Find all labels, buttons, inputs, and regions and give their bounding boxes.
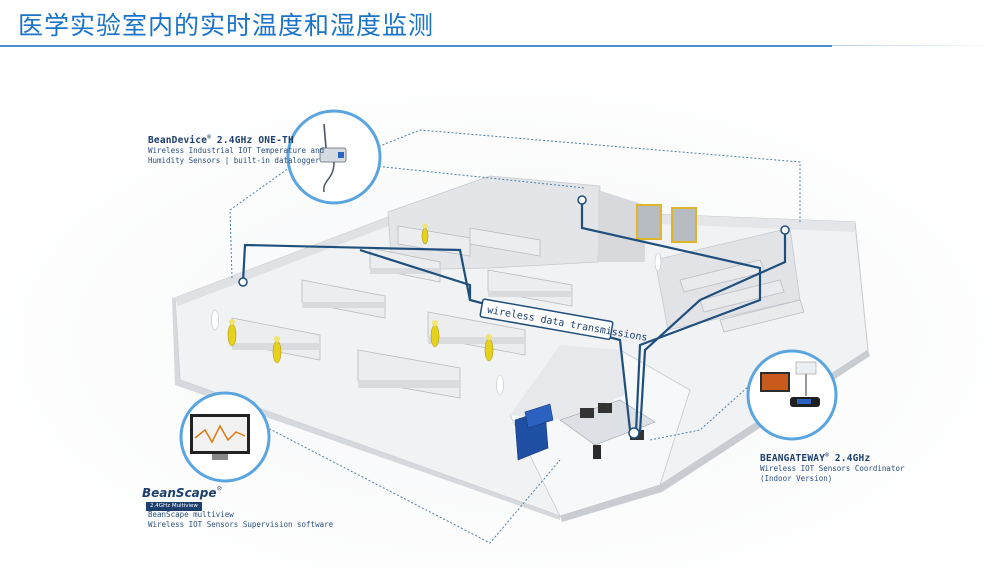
beandevice-bubble <box>286 109 382 205</box>
beanscape-desc-2: Wireless IOT Sensors Supervision softwar… <box>148 520 334 529</box>
control-room-wall <box>510 345 625 420</box>
door-right <box>671 207 697 243</box>
beandevice-model: 2.4GHz ONE-TH <box>211 135 294 147</box>
callout-connectors <box>229 129 801 544</box>
lab-workers <box>227 227 494 364</box>
title-underline-fade <box>832 45 1000 46</box>
beangateway-bubble <box>746 349 838 441</box>
beanscape-logo-tag: 2.4GHz Multiview <box>146 502 202 511</box>
workers-white <box>211 252 662 396</box>
beandevice-desc-1: Wireless Industrial IOT Temperature and <box>148 146 325 156</box>
lab-wall-left-back <box>175 205 420 306</box>
monitor-1 <box>580 408 594 418</box>
sensor-nodes <box>238 195 790 439</box>
server-racks <box>514 403 554 461</box>
beanscape-logo: BeanScape® 2.4GHz Multiview <box>142 482 223 511</box>
beandevice-name: BeanDevice <box>148 135 208 147</box>
chair <box>593 445 601 459</box>
beangateway-reg: ® <box>825 452 829 459</box>
door-left <box>636 204 662 240</box>
beandevice-title: BeanDevice® 2.4GHz ONE-TH <box>148 134 324 146</box>
wireless-links <box>241 200 787 433</box>
beangateway-name: BEANGATEWAY <box>760 453 826 465</box>
beandevice-desc-2: Humidity Sensors | built-in datalogger <box>148 156 320 166</box>
inner-room-side <box>598 190 645 262</box>
transmission-banner <box>479 298 614 340</box>
beandevice-callout: BeanDevice® 2.4GHz ONE-TH Wireless Indus… <box>148 134 324 166</box>
beandevice-reg: ® <box>207 134 212 141</box>
page-title: 医学实验室内的实时温度和湿度监测 <box>18 11 435 40</box>
beanscape-logo-word: BeanScape <box>142 486 217 500</box>
beanscape-desc-1: BeanScape multiview <box>148 510 234 519</box>
sensor-device-icon <box>319 147 347 163</box>
worker-heads <box>229 223 492 342</box>
monitor-2 <box>598 403 612 413</box>
beanscape-bubble <box>179 391 271 483</box>
beangateway-callout: BEANGATEWAY® 2.4GHz Wireless IOT Sensors… <box>760 452 905 484</box>
beanscape-logo-reg: ® <box>216 485 223 493</box>
beangateway-model: 2.4GHz <box>828 453 871 465</box>
beangateway-desc-2: (Indoor Version) <box>760 474 833 484</box>
beangateway-title: BEANGATEWAY® 2.4GHz <box>760 452 905 464</box>
beanscape-callout: BeanScape multiview Wireless IOT Sensors… <box>148 510 333 530</box>
title-underline <box>0 45 832 47</box>
beangateway-desc-1: Wireless IOT Sensors Coordinator <box>760 464 905 474</box>
